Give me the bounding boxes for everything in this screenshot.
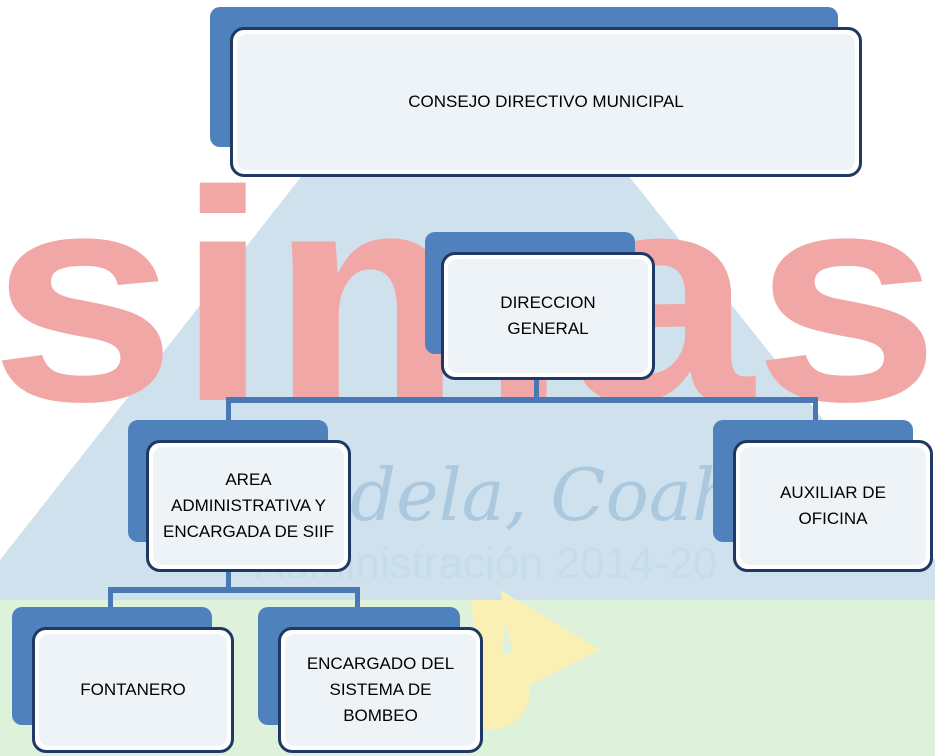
node-consejo-directivo: CONSEJO DIRECTIVO MUNICIPAL <box>210 7 862 177</box>
node-box: FONTANERO <box>32 627 234 753</box>
connector-area-down <box>226 568 231 590</box>
watermark-script-text: dela, Coahu <box>350 453 785 537</box>
connector-to-auxiliar <box>813 397 818 423</box>
node-box: AREA ADMINISTRATIVA Y ENCARGADA DE SIIF <box>146 440 351 572</box>
node-box: AUXILIAR DE OFICINA <box>733 440 933 572</box>
connector-to-fontanero <box>108 587 113 611</box>
node-auxiliar-oficina: AUXILIAR DE OFICINA <box>713 420 933 572</box>
node-area-administrativa: AREA ADMINISTRATIVA Y ENCARGADA DE SIIF <box>128 420 351 572</box>
node-label: ENCARGADO DEL SISTEMA DE BOMBEO <box>306 654 455 725</box>
connector-to-bombeo <box>355 587 360 611</box>
connector-level3-horizontal <box>108 587 360 593</box>
node-label: FONTANERO <box>80 680 186 699</box>
node-label: CONSEJO DIRECTIVO MUNICIPAL <box>408 92 684 111</box>
node-label: DIRECCION GENERAL <box>500 293 596 338</box>
node-box: ENCARGADO DEL SISTEMA DE BOMBEO <box>278 627 483 753</box>
node-encargado-bombeo: ENCARGADO DEL SISTEMA DE BOMBEO <box>258 607 483 753</box>
node-direccion-general: DIRECCION GENERAL <box>425 232 655 380</box>
node-fontanero: FONTANERO <box>12 607 234 753</box>
node-label: AUXILIAR DE OFICINA <box>780 483 886 528</box>
connector-direccion-down <box>534 378 539 400</box>
connector-to-area-admin <box>226 397 231 427</box>
node-box: DIRECCION GENERAL <box>441 252 655 380</box>
connector-level2-horizontal <box>226 397 818 403</box>
node-label: AREA ADMINISTRATIVA Y ENCARGADA DE SIIF <box>163 470 334 541</box>
node-box: CONSEJO DIRECTIVO MUNICIPAL <box>230 27 862 177</box>
